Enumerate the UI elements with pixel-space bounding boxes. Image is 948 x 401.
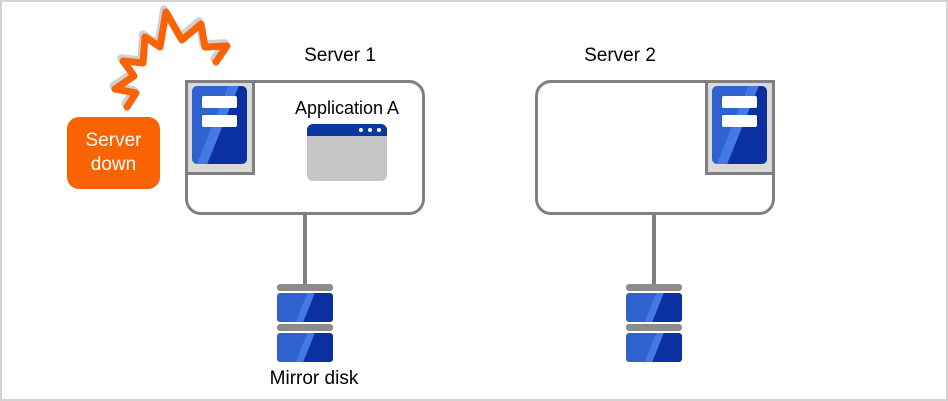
server-tower-icon [192, 86, 247, 164]
application-titlebar [307, 124, 387, 136]
tower-slot-icon [722, 115, 757, 127]
tower-slot-icon [202, 115, 237, 127]
disk-cap [277, 324, 333, 331]
mirror-disk-icon-1 [277, 284, 333, 364]
disk-platter [626, 333, 682, 362]
window-dot-icon [368, 128, 372, 132]
disk-cap [626, 324, 682, 331]
crash-bolt [111, 8, 231, 111]
application-label: Application A [294, 98, 400, 118]
disk-platter [626, 293, 682, 322]
server-tower-icon [712, 86, 767, 164]
server-down-line2: down [90, 154, 137, 175]
disk-platter [277, 293, 333, 322]
server-down-line1: Server [85, 130, 142, 151]
window-dot-icon [359, 128, 363, 132]
tower-slot-icon [202, 96, 237, 108]
window-dot-icon [377, 128, 381, 132]
server1-disk-connector [303, 213, 307, 285]
mirror-disk-icon-2 [626, 284, 682, 364]
disk-platter [277, 333, 333, 362]
server2-server-icon [705, 80, 775, 175]
server-down-badge: Server down [67, 117, 160, 189]
disk-cap [626, 284, 682, 291]
mirror-disk-label: Mirror disk [269, 368, 359, 389]
server1-title: Server 1 [304, 45, 376, 66]
server2-title: Server 2 [584, 45, 656, 66]
server1-server-icon [185, 80, 255, 175]
application-window-icon [307, 124, 387, 181]
disk-cap [277, 284, 333, 291]
crash-icon [109, 5, 231, 111]
server2-disk-connector [652, 213, 656, 285]
tower-slot-icon [722, 96, 757, 108]
